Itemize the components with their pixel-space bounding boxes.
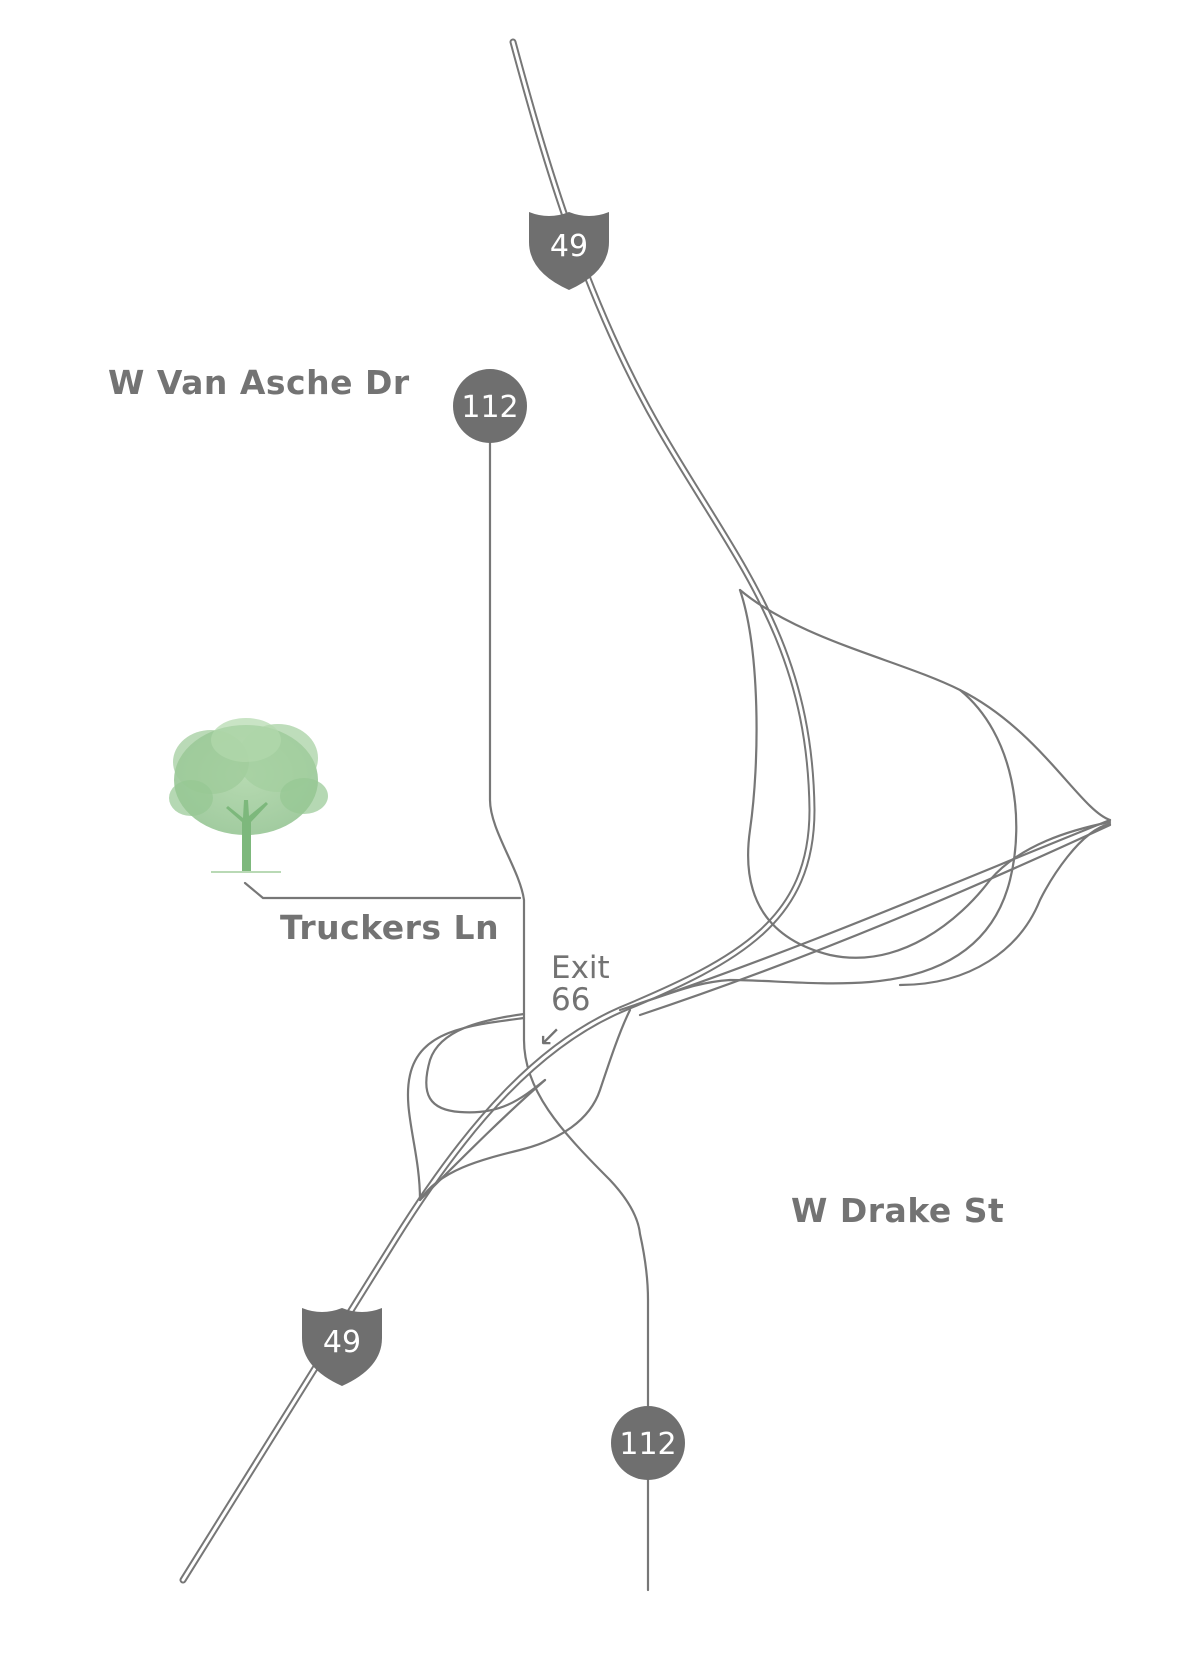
road-route-112 — [488, 403, 650, 1592]
exit-66-loop-ramps — [406, 1008, 632, 1202]
exit-label-line2: 66 — [551, 982, 590, 1018]
interchange-ramps — [648, 588, 1112, 1002]
shield-49-south-label: 49 — [323, 1325, 361, 1360]
road-truckers — [243, 881, 522, 900]
label-w-van-asche: W Van Asche Dr — [108, 363, 410, 402]
exit-66-marker: Exit 66 ↙ — [538, 950, 610, 1052]
label-w-drake: W Drake St — [791, 1191, 1004, 1230]
interstate-shield-icon-south: 49 — [302, 1308, 382, 1386]
highway-circle-icon-south: 112 — [611, 1406, 685, 1480]
label-truckers: Truckers Ln — [280, 908, 499, 947]
tree-icon — [169, 718, 328, 873]
circle-112-north-label: 112 — [461, 390, 518, 425]
highway-circle-icon-north: 112 — [453, 369, 527, 443]
exit-label-line1: Exit — [551, 950, 610, 986]
road-interstate-49 — [179, 38, 816, 1584]
exit-arrow-icon: ↙ — [538, 1019, 561, 1052]
shield-49-north-label: 49 — [550, 229, 588, 264]
interstate-shield-icon-north: 49 — [529, 212, 609, 290]
circle-112-south-label: 112 — [619, 1427, 676, 1462]
road-east-highway — [618, 818, 1112, 1017]
